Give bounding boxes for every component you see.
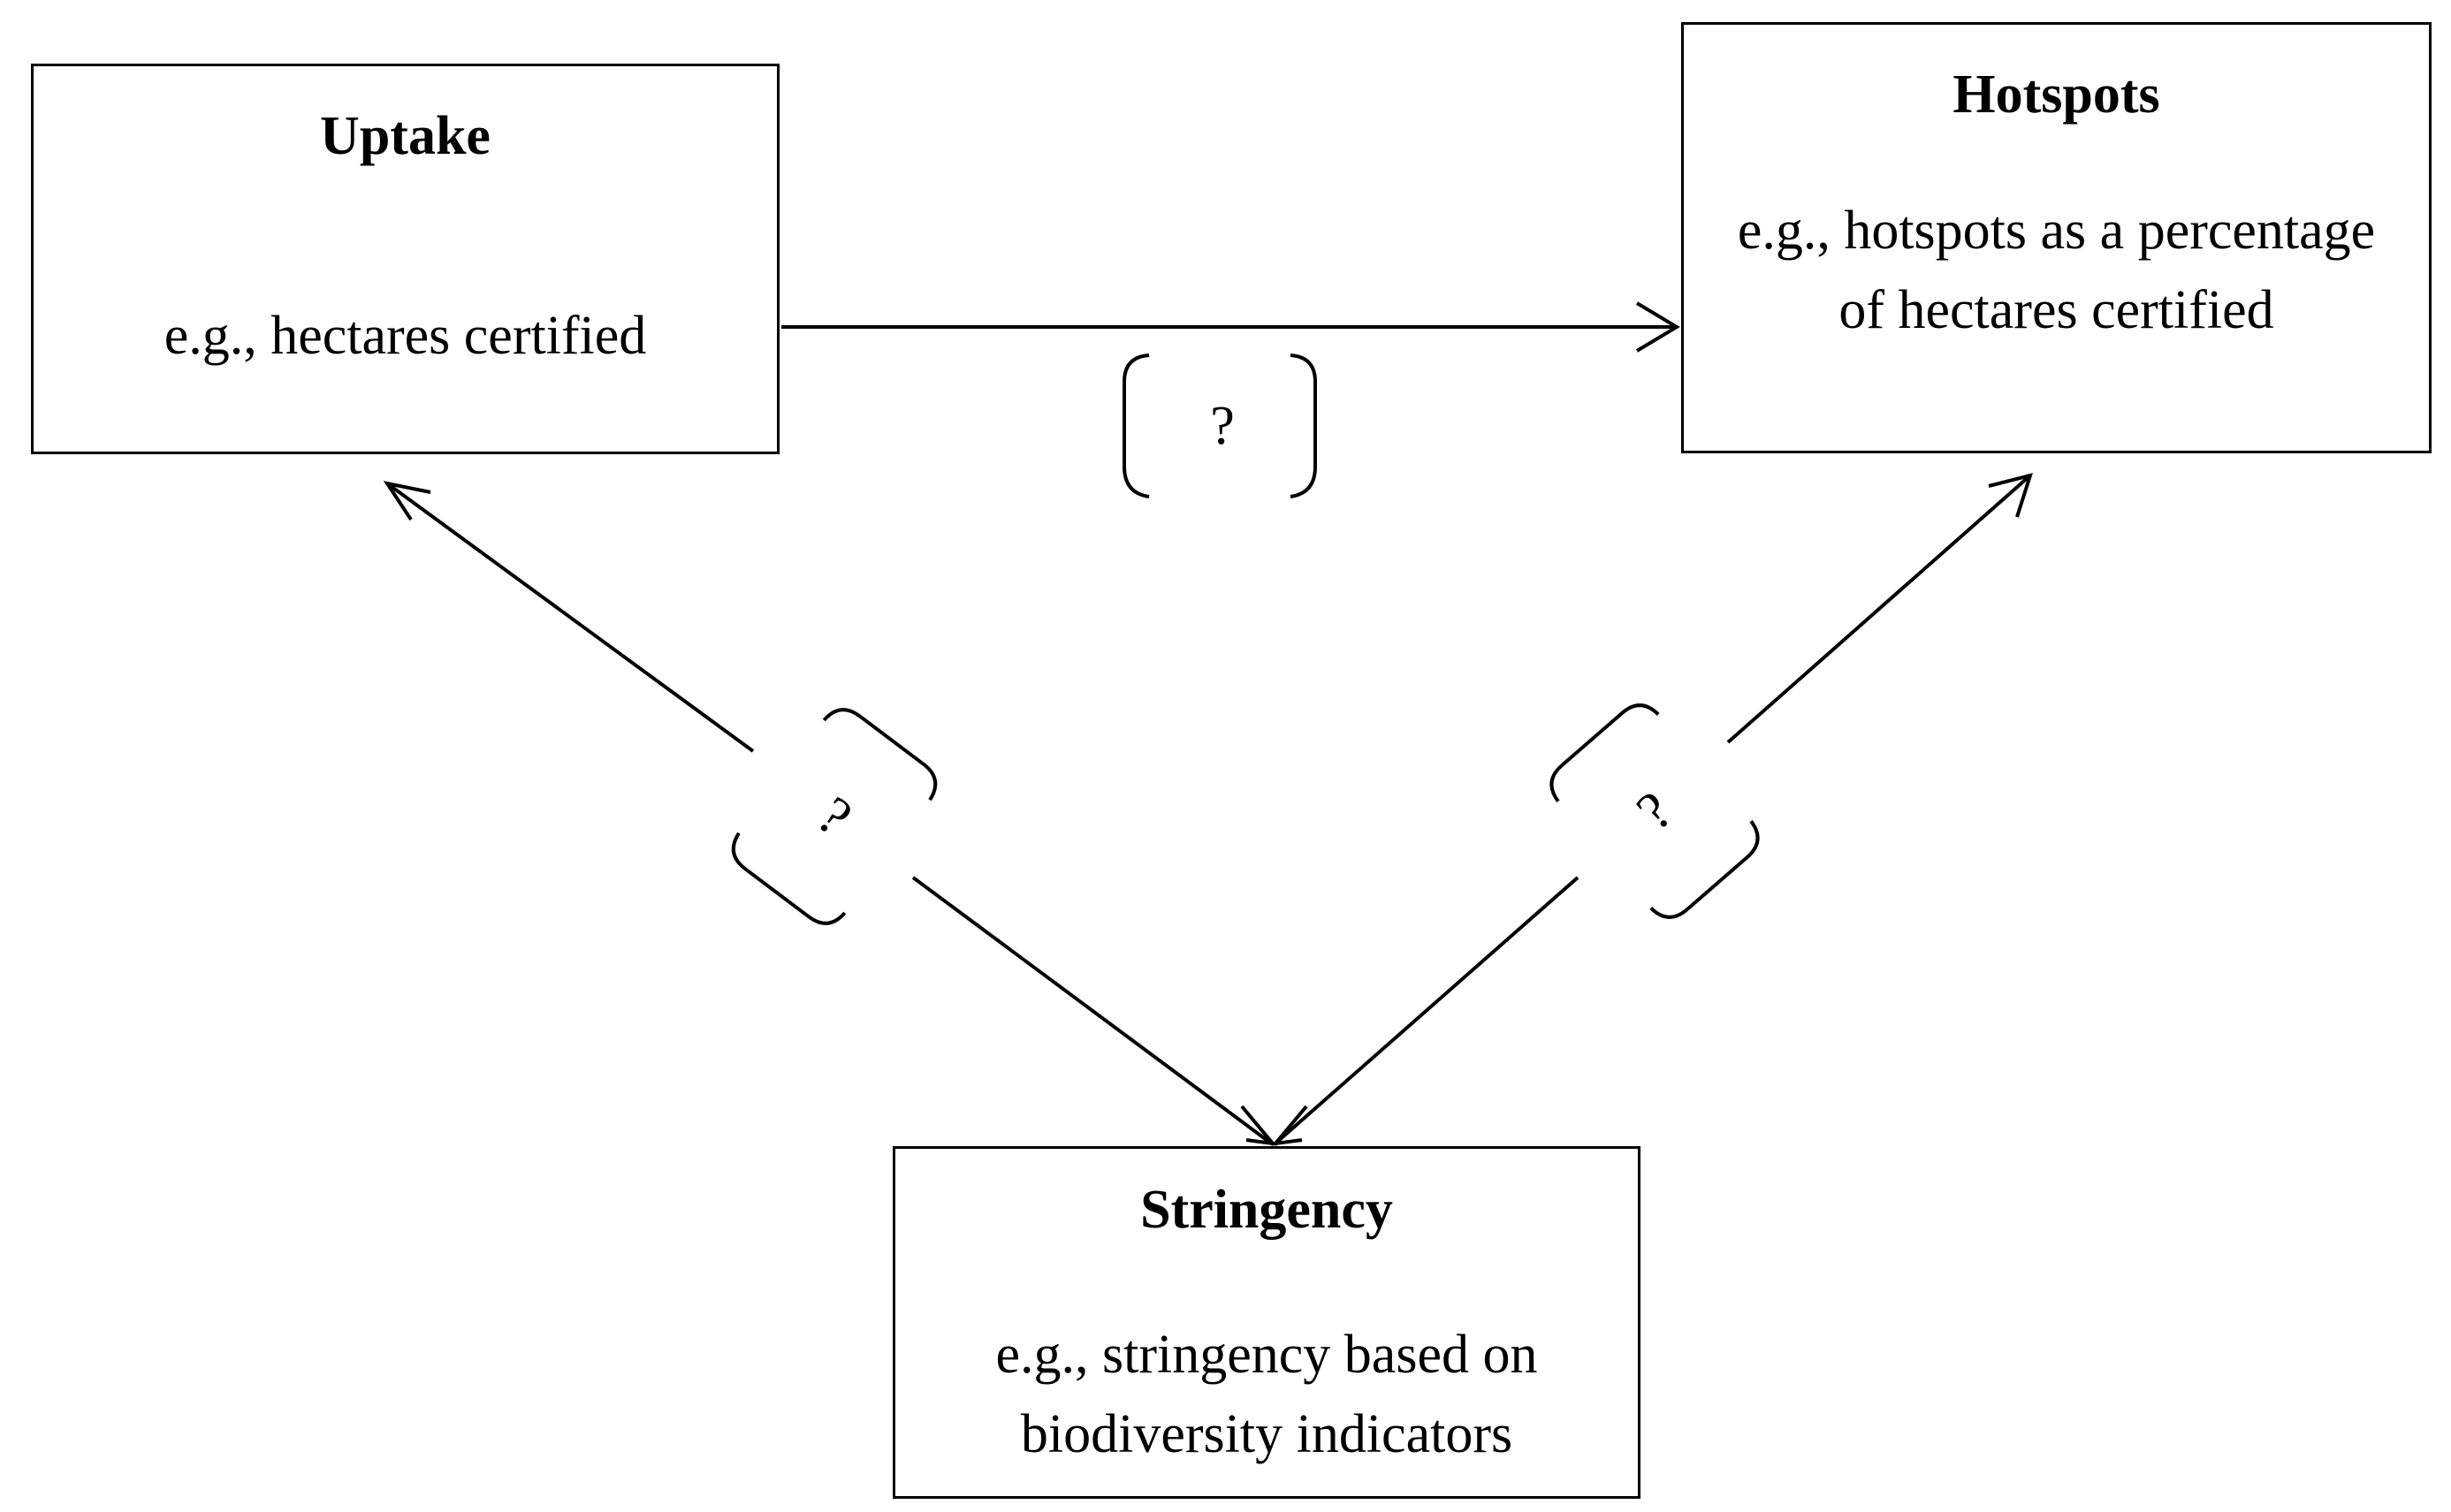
- arrow-uptake-to-hotspots: [781, 301, 1680, 353]
- stringency-box: Stringency e.g., stringency based on bio…: [893, 1146, 1640, 1499]
- hotspots-description: e.g., hotspots as a percentage of hectar…: [1737, 201, 2376, 340]
- question-uptake-hotspots: ?: [1210, 396, 1235, 456]
- arrow-stringency-to-hotspots: [1275, 473, 2034, 1144]
- hotspots-box: Hotspots e.g., hotspots as a percentage …: [1681, 22, 2432, 453]
- uptake-title: Uptake: [320, 106, 491, 166]
- arrowhead-into-stringency: [1240, 1105, 1308, 1146]
- bracket-stringency-uptake: ?: [731, 708, 938, 925]
- stringency-description: e.g., stringency based on biodiversity i…: [995, 1325, 1538, 1464]
- bracket-stringency-hotspots: ?: [1549, 703, 1760, 919]
- question-stringency-hotspots: ?: [1625, 780, 1683, 841]
- uptake-description: e.g., hectares certified: [164, 306, 647, 366]
- arrow-stringency-to-uptake: [383, 481, 1272, 1144]
- hotspots-title: Hotspots: [1952, 65, 2160, 125]
- question-stringency-uptake: ?: [807, 786, 863, 848]
- bracket-uptake-hotspots: ?: [1123, 353, 1317, 498]
- stringency-title: Stringency: [1140, 1180, 1393, 1240]
- uptake-box: Uptake e.g., hectares certified: [31, 64, 780, 454]
